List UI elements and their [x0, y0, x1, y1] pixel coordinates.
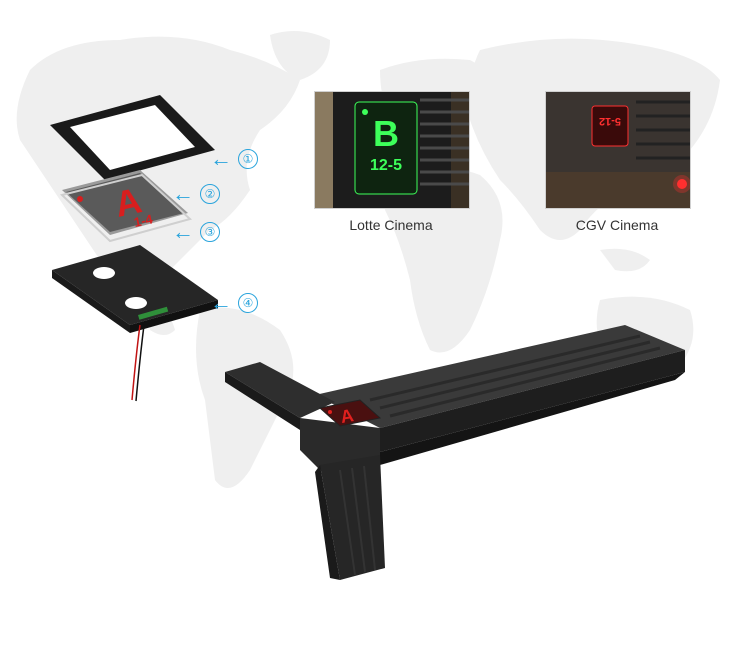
- panel-seat: 1-4: [133, 211, 155, 230]
- wire-black: [135, 324, 145, 402]
- lotte-sign-letter: B: [373, 113, 399, 154]
- callout-number: ②: [200, 184, 220, 204]
- product-panel-letter: A: [339, 405, 355, 427]
- callout-number: ①: [238, 149, 258, 169]
- led-hole: [125, 297, 147, 309]
- seat-number-module: [318, 399, 382, 427]
- arrow-left-icon: ←: [172, 219, 194, 244]
- callout-3: ← ③: [172, 221, 220, 243]
- lotte-cinema-photo: B 12-5: [314, 91, 470, 209]
- bezel-window: [70, 105, 195, 170]
- callout-number: ③: [200, 222, 220, 242]
- exploded-view: A 1-4: [50, 95, 218, 402]
- cgv-caption: CGV Cinema: [575, 217, 659, 233]
- cgv-cinema-photo: 5-12: [545, 91, 691, 209]
- lotte-sign-seat: 12-5: [370, 157, 402, 174]
- cgv-sign-text: 5-12: [599, 115, 621, 127]
- arrow-left-icon: ←: [210, 290, 232, 315]
- wire-red: [131, 324, 141, 401]
- arrow-left-icon: ←: [172, 181, 194, 206]
- callout-4: ← ④: [210, 292, 258, 314]
- lotte-caption: Lotte Cinema: [349, 217, 433, 233]
- led-hole: [93, 267, 115, 279]
- callout-2: ← ②: [172, 183, 220, 205]
- base-housing: [52, 245, 218, 325]
- callout-number: ④: [238, 293, 258, 313]
- arrow-left-icon: ←: [210, 146, 232, 171]
- callout-1: ← ①: [210, 148, 258, 170]
- diffuser-layer: [60, 173, 193, 243]
- armrest-product: A: [225, 325, 685, 580]
- pcb-board: [138, 306, 169, 320]
